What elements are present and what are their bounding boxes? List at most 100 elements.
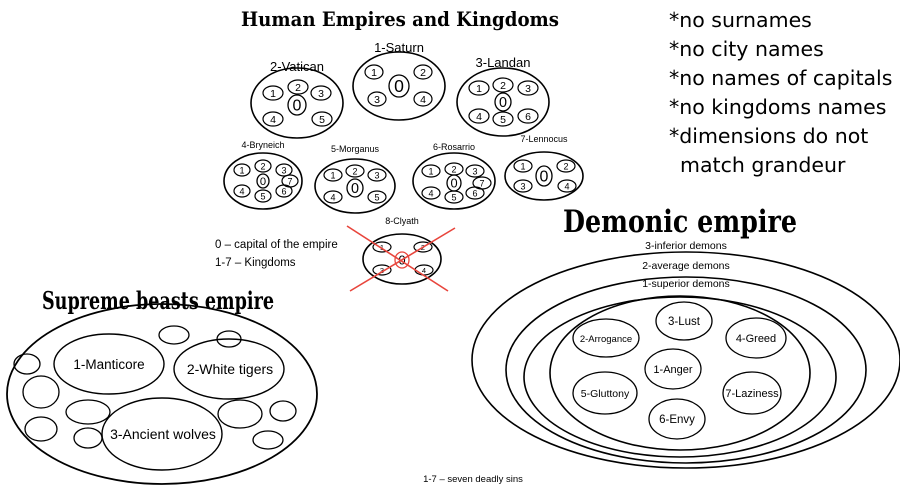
beast-circle [101, 397, 223, 471]
demon-ring-inner [523, 296, 837, 458]
kingdom-label: 2 [295, 82, 301, 94]
kingdom-circle [492, 111, 514, 127]
kingdom-label: 3 [318, 88, 324, 100]
kingdom-label: 7 [287, 176, 292, 186]
cross-line [346, 225, 449, 292]
kingdom-circle [421, 186, 441, 200]
kingdom-label: 4 [330, 192, 335, 202]
kingdom-circle [275, 163, 293, 177]
kingdom-circle [310, 85, 332, 101]
kingdom-circle [444, 190, 464, 204]
kingdom-label: 4 [239, 186, 244, 196]
kingdom-label: 3 [472, 166, 477, 176]
kingdom-circle [262, 85, 284, 101]
kingdom-circle [513, 159, 533, 173]
demonic-empire-title: Demonic empire [563, 204, 797, 240]
kingdom-circle [513, 179, 533, 193]
kingdom-label: 4 [428, 188, 433, 198]
kingdom-label: 2 [563, 161, 568, 171]
sin-label: 6-Envy [659, 414, 695, 426]
kingdom-label: 2 [352, 166, 357, 176]
kingdom-circle [557, 179, 577, 193]
kingdom-label: 1 [239, 165, 244, 175]
kingdom-label: 3 [380, 266, 384, 275]
beasts-outline [6, 303, 318, 485]
kingdom-circle [465, 164, 485, 178]
empire-outline [412, 152, 496, 210]
human-empires-title: Human Empires and Kingdoms [241, 7, 559, 31]
empire-name: 1-Saturn [374, 40, 424, 55]
sin-circle [648, 398, 706, 440]
kingdom-circle [492, 77, 514, 93]
demon-ring-middle [505, 276, 867, 464]
capital-circle [535, 165, 553, 187]
minor-beast-circle [269, 400, 297, 422]
empire-outline [504, 151, 584, 201]
kingdom-label: 1 [380, 243, 384, 252]
note-line: *no surnames [669, 8, 812, 32]
kingdom-label: 3 [525, 83, 531, 95]
empire-outline [362, 233, 442, 285]
minor-beast-circle [217, 399, 263, 429]
capital-label: 0 [351, 181, 359, 197]
kingdom-label: 1 [476, 83, 482, 95]
kingdom-label: 5 [451, 192, 456, 202]
kingdom-circle [345, 164, 365, 178]
beast-circle [53, 333, 165, 395]
sin-label: 2-Arrogance [580, 334, 632, 345]
capital-label: 0 [260, 176, 266, 188]
legend-capital: 0 – capital of the empire [215, 239, 338, 251]
kingdom-label: 3 [281, 165, 286, 175]
empire-outline [223, 152, 303, 210]
kingdom-label: 6 [525, 111, 531, 123]
kingdom-circle [254, 159, 272, 173]
kingdom-label: 2 [451, 164, 456, 174]
kingdom-circle [413, 241, 433, 253]
note-line: match grandeur [680, 153, 846, 177]
demon-ring-label: 2-average demons [642, 260, 730, 272]
kingdom-circle [262, 111, 284, 127]
kingdom-circle [367, 168, 387, 182]
kingdom-circle [444, 162, 464, 176]
minor-beast-circle [65, 399, 111, 425]
kingdom-circle [323, 190, 343, 204]
demon-ring-label: 1-superior demons [642, 278, 730, 290]
capital-circle [494, 92, 512, 112]
empire-7: 8-Clyath01234 [346, 216, 456, 292]
capital-label: 0 [499, 95, 507, 111]
kingdom-label: 6 [281, 186, 286, 196]
minor-beast-circle [24, 416, 58, 442]
kingdom-label: 6 [472, 188, 477, 198]
sin-label: 5-Gluttony [581, 388, 630, 400]
minor-beast-circle [73, 427, 103, 449]
kingdom-label: 5 [374, 192, 379, 202]
minor-beast-circle [158, 325, 190, 345]
note-line: *no kingdoms names [669, 95, 886, 119]
kingdom-circle [465, 186, 485, 200]
kingdom-circle [367, 91, 387, 107]
kingdom-circle [517, 80, 539, 96]
sin-circle [655, 301, 713, 341]
sin-circle [725, 317, 787, 359]
kingdom-label: 3 [374, 94, 380, 106]
capital-circle [346, 178, 364, 198]
kingdom-circle [421, 164, 441, 178]
note-line: *no city names [669, 37, 824, 61]
capital-label: 0 [394, 76, 404, 96]
sin-circle [572, 318, 640, 358]
empire-outline [456, 67, 550, 137]
cross-line [349, 227, 456, 292]
minor-beast-circle [252, 430, 284, 450]
empire-outline [250, 67, 344, 139]
kingdom-circle [372, 264, 392, 276]
note-line: *no names of capitals [669, 66, 892, 90]
kingdom-circle [372, 241, 392, 253]
